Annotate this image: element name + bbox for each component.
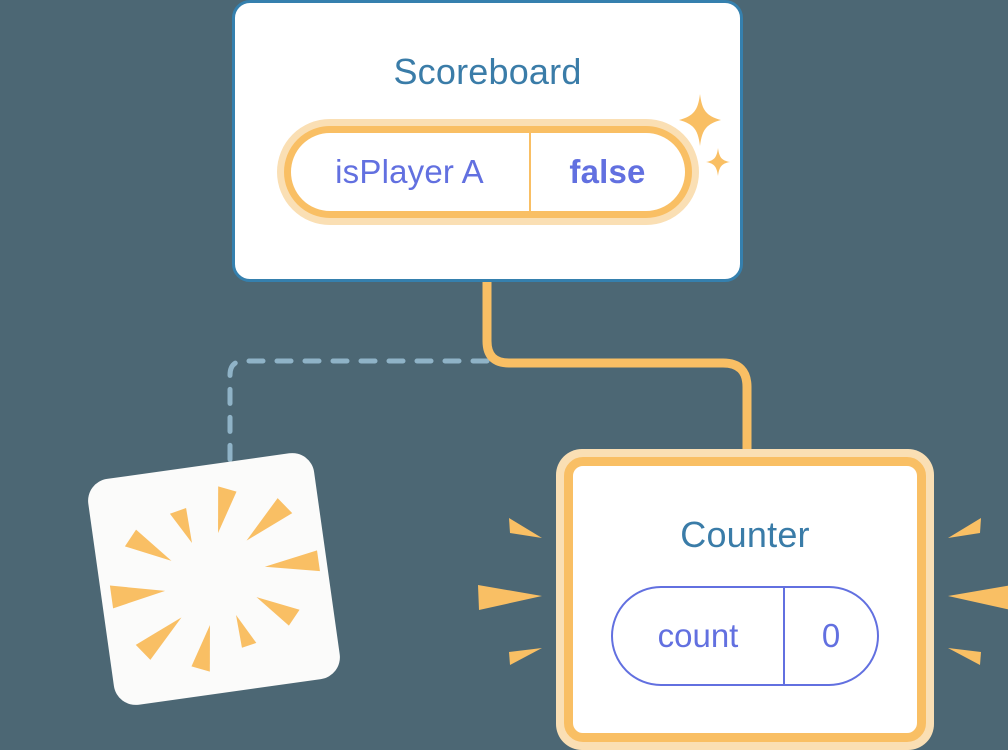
scoreboard-pill-key: isPlayer A (291, 133, 531, 211)
burst-rays (109, 486, 320, 672)
burst-ray (256, 597, 300, 626)
burst-ray (124, 529, 172, 561)
scoreboard-pill[interactable]: isPlayer A false (276, 119, 699, 225)
counter-rays-left (478, 518, 542, 665)
counter-card-inner: Counter count 0 (564, 457, 926, 742)
orange-connector-to-counter (482, 282, 752, 470)
counter-rays-right (948, 518, 1008, 665)
counter-pill-key: count (613, 588, 785, 684)
scoreboard-pill-inner: isPlayer A false (283, 126, 692, 218)
counter-ray (948, 648, 981, 665)
counter-ray (509, 518, 542, 538)
burst-card[interactable] (88, 453, 340, 705)
burst-ray (135, 617, 182, 660)
scoreboard-card[interactable]: Scoreboard isPlayer A false (232, 0, 743, 282)
counter-ray (948, 585, 1008, 610)
scoreboard-title: Scoreboard (393, 51, 582, 92)
scoreboard-pill-wrap: isPlayer A false (235, 93, 740, 225)
burst-ray (236, 614, 257, 648)
counter-ray (478, 585, 542, 610)
burst-ray (191, 624, 210, 672)
burst-ray (109, 585, 166, 609)
counter-ray (509, 648, 542, 665)
burst-card-surface (88, 453, 340, 705)
counter-pill-value: 0 (821, 617, 841, 654)
counter-pill[interactable]: count 0 (611, 586, 879, 686)
burst-ray (218, 486, 237, 534)
counter-card[interactable]: Counter count 0 (556, 449, 934, 750)
burst-ray (169, 508, 192, 544)
counter-title: Counter (680, 514, 810, 555)
burst-ray (264, 550, 320, 572)
burst-ray (246, 498, 293, 541)
scoreboard-pill-value: false (569, 153, 646, 190)
counter-ray (948, 518, 981, 538)
